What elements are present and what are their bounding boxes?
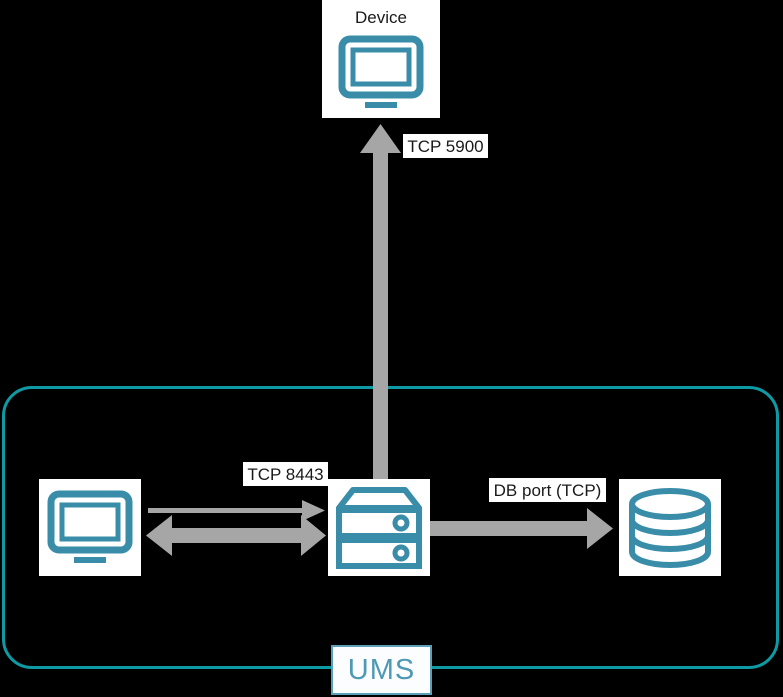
monitor-icon [338, 35, 424, 108]
device-monitor-icon [322, 28, 440, 118]
database-icon [629, 487, 711, 568]
ums-server-icon [328, 479, 430, 576]
tcp-8443-label: TCP 8443 [243, 462, 328, 486]
server-icon [336, 486, 422, 569]
monitor-icon [47, 490, 133, 563]
client-monitor-icon [39, 479, 141, 576]
ums-boundary-label: UMS [331, 645, 432, 695]
db-port-label: DB port (TCP) [489, 478, 606, 502]
device-label: Device [322, 0, 440, 35]
tcp-5900-label: TCP 5900 [403, 134, 488, 158]
database-icon [619, 479, 721, 576]
